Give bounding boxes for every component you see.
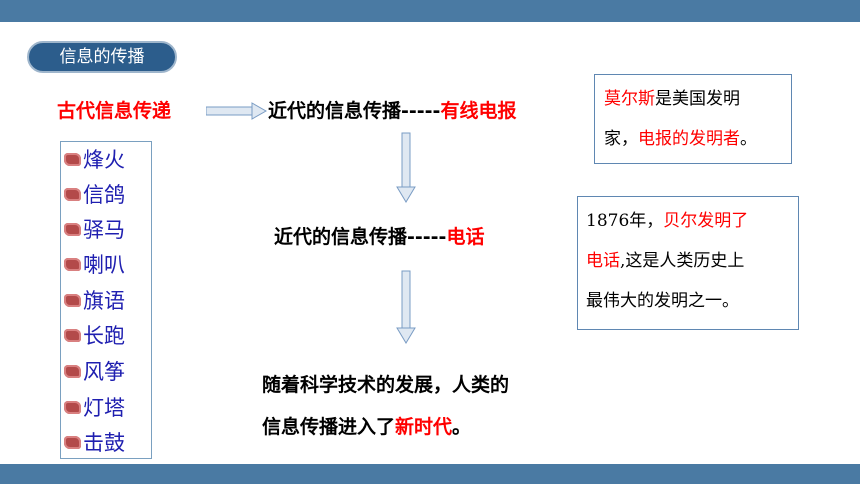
- telegraph-note-text: 是美国发明: [655, 89, 740, 109]
- conclusion-line-2: 信息传播进入了新时代。: [262, 412, 471, 439]
- morse-name: 莫尔斯: [604, 89, 655, 109]
- list-item-label: 旗语: [83, 289, 125, 313]
- flower-bullet-icon: [64, 187, 81, 201]
- list-item: 喇叭: [64, 249, 125, 279]
- list-item: 风筝: [64, 356, 125, 386]
- flower-bullet-icon: [64, 152, 81, 166]
- telephone-note-text: ,这是人类历史上: [620, 251, 745, 271]
- list-item: 长跑: [64, 320, 125, 350]
- down-arrow-icon: [396, 132, 416, 203]
- list-item-label: 长跑: [83, 324, 125, 348]
- bottom-bar: [0, 464, 860, 484]
- list-item-label: 击鼓: [83, 431, 125, 455]
- ancient-methods-list: 烽火 信鸽 驿马 喇叭 旗语 长跑 风筝 灯塔 击鼓: [60, 141, 152, 459]
- telegraph-note-line-2: 家，电报的发明者。: [604, 119, 791, 159]
- right-arrow-icon: [206, 102, 268, 120]
- list-item-label: 驿马: [83, 218, 125, 242]
- telephone-note-line-1: 1876年，贝尔发明了: [586, 201, 798, 241]
- telephone-note-box: 1876年，贝尔发明了 电话,这是人类历史上 最伟大的发明之一。: [577, 196, 799, 330]
- list-item: 旗语: [64, 285, 125, 315]
- list-item: 驿马: [64, 214, 125, 244]
- telephone-note-line-3: 最伟大的发明之一。: [586, 281, 798, 321]
- list-item: 击鼓: [64, 427, 125, 457]
- flower-bullet-icon: [64, 328, 81, 342]
- telegraph-inventor-highlight: 电报的发明者: [638, 129, 740, 149]
- down-arrow-icon: [396, 270, 416, 344]
- telephone-note-line-2: 电话,这是人类历史上: [586, 241, 798, 281]
- telephone-highlight: 电话: [446, 226, 485, 248]
- conclusion-line-1: 随着科学技术的发展，人类的: [262, 374, 510, 396]
- telephone-note-text: 最伟大的发明之一。: [586, 291, 739, 311]
- telegraph-note-line-1: 莫尔斯是美国发明: [604, 79, 791, 119]
- flower-bullet-icon: [64, 364, 81, 378]
- top-bar: [0, 0, 860, 22]
- new-era-highlight: 新时代: [395, 416, 453, 438]
- flower-bullet-icon: [64, 435, 81, 449]
- list-item-label: 信鸽: [83, 183, 125, 207]
- list-item-label: 喇叭: [83, 253, 125, 277]
- list-item: 信鸽: [64, 179, 125, 209]
- list-item-label: 烽火: [83, 148, 125, 172]
- list-item: 烽火: [64, 144, 125, 174]
- telegraph-note-text: 家，: [604, 129, 638, 149]
- telegraph-note-box: 莫尔斯是美国发明 家，电报的发明者。: [594, 74, 792, 164]
- flower-bullet-icon: [64, 400, 81, 414]
- section-title-badge: 信息的传播: [27, 41, 177, 73]
- flower-bullet-icon: [64, 222, 81, 236]
- flower-bullet-icon: [64, 257, 81, 271]
- ancient-label: 古代信息传递: [57, 100, 172, 122]
- list-item-label: 灯塔: [83, 396, 125, 420]
- telegraph-step-prefix: 近代的信息传播-----: [268, 100, 441, 122]
- conclusion-line-2-prefix: 信息传播进入了: [262, 416, 396, 438]
- telegraph-highlight: 有线电报: [440, 100, 517, 122]
- conclusion-line-2-suffix: 。: [452, 416, 472, 438]
- telegraph-note-text: 。: [740, 129, 757, 149]
- list-item-label: 风筝: [83, 360, 125, 384]
- telephone-step: 近代的信息传播-----电话: [274, 222, 484, 249]
- bell-highlight: 贝尔发明了: [663, 211, 749, 231]
- telegraph-step: 近代的信息传播-----有线电报: [268, 96, 516, 123]
- telephone-step-prefix: 近代的信息传播-----: [274, 226, 447, 248]
- telephone-highlight-note: 电话: [586, 251, 620, 271]
- flower-bullet-icon: [64, 293, 81, 307]
- telephone-note-text: 1876年，: [586, 211, 664, 231]
- list-item: 灯塔: [64, 392, 125, 422]
